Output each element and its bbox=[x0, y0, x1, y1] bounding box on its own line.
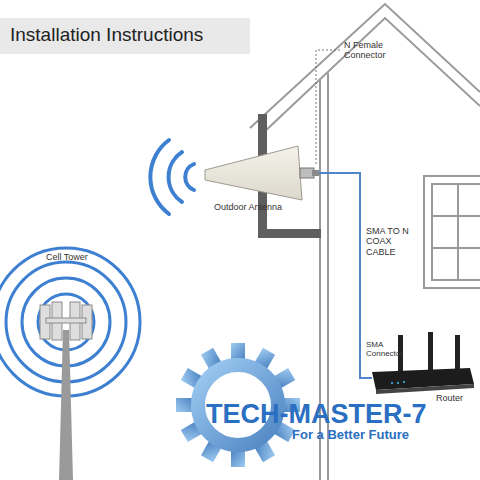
gear-tooth bbox=[231, 343, 245, 359]
leader-line bbox=[316, 50, 340, 164]
page-title: Installation Instructions bbox=[10, 24, 203, 46]
watermark-slogan: For a Better Future bbox=[292, 428, 409, 443]
router-label: Router bbox=[436, 393, 463, 403]
house-window bbox=[424, 176, 480, 288]
antenna-label: Outdoor Antenna bbox=[214, 202, 282, 212]
tower-label: Cell Tower bbox=[46, 252, 88, 262]
coax-cable bbox=[319, 173, 372, 378]
router bbox=[372, 332, 474, 394]
signal-waves bbox=[150, 140, 194, 214]
cable-label: SMA TO N COAX CABLE bbox=[366, 226, 422, 257]
cell-tower bbox=[0, 248, 140, 480]
gear-tooth bbox=[176, 398, 192, 412]
watermark-text: TECH-MASTER-7 bbox=[206, 399, 427, 430]
connector-label: SMA Connector bbox=[366, 340, 396, 358]
gear-tooth bbox=[231, 451, 245, 467]
outdoor-antenna bbox=[205, 146, 319, 200]
title-bar bbox=[0, 18, 250, 54]
connector-label: N Female Connector bbox=[344, 40, 406, 61]
